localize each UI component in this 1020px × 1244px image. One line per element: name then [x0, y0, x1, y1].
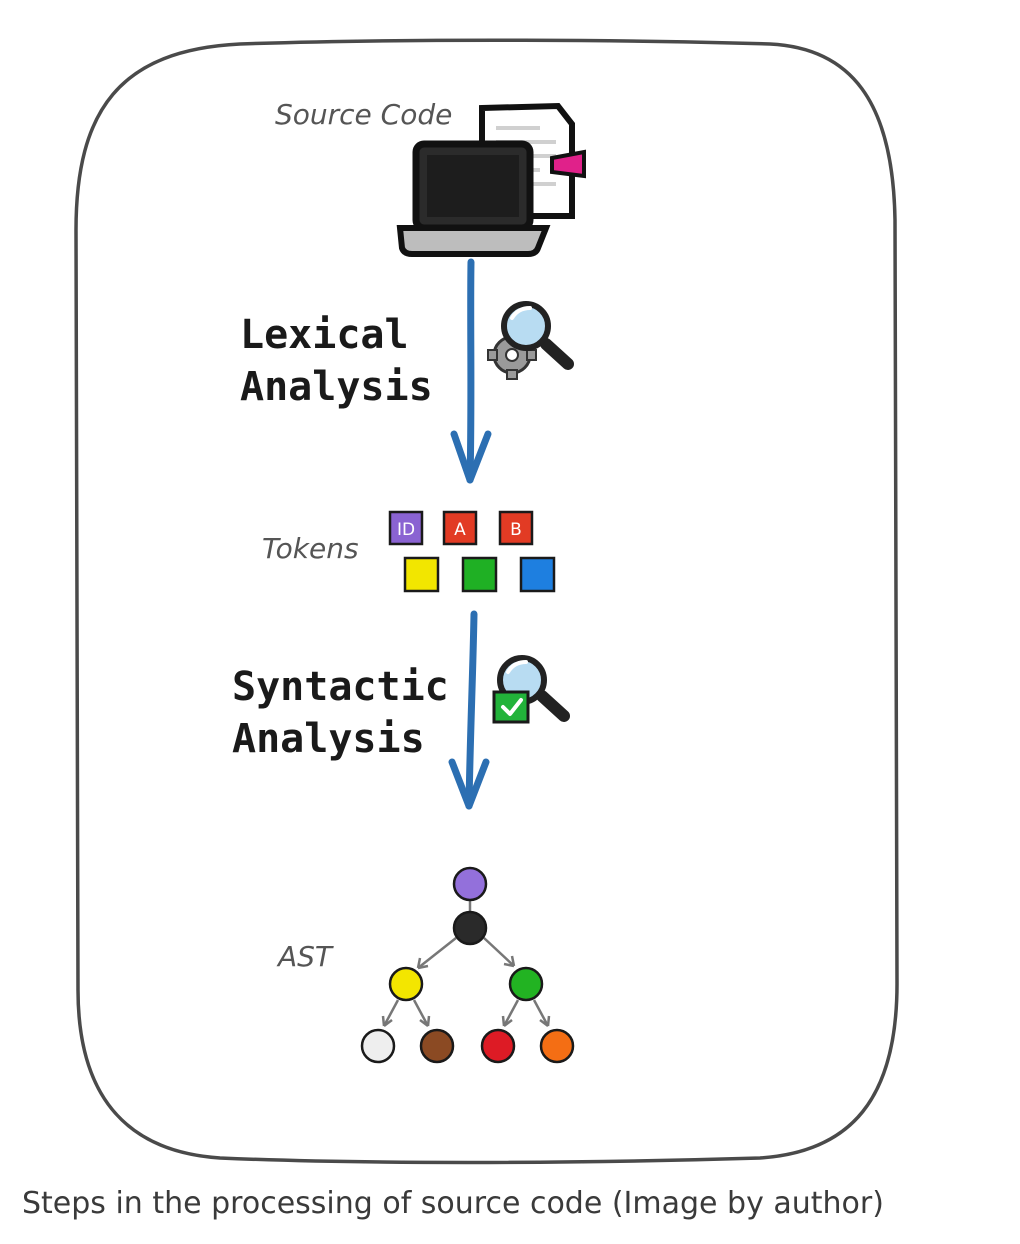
ast-node-right: [508, 966, 544, 1002]
syntactic-label-line2: Analysis: [232, 716, 425, 762]
ast-node-child: [452, 910, 488, 946]
ast-label: AST: [276, 940, 334, 973]
arrow-lexical: [450, 258, 492, 484]
lexical-label-line2: Analysis: [240, 364, 433, 410]
magnifier-gear-icon: [487, 301, 574, 380]
token-a: A: [442, 510, 478, 546]
laptop-icon: [396, 140, 551, 257]
ast-node-leaf-3: [480, 1028, 516, 1064]
token-b: B: [498, 510, 534, 546]
token-yellow: [403, 556, 440, 593]
svg-text:B: B: [510, 520, 522, 540]
lexical-label-line1: Lexical: [240, 312, 409, 358]
ast-node-root: [452, 866, 488, 902]
ast-node-left: [388, 966, 424, 1002]
ast-node-leaf-2: [419, 1028, 455, 1064]
diagram-frame: [74, 38, 899, 1165]
magnifier-check-icon: [492, 655, 570, 724]
svg-text:A: A: [454, 520, 466, 540]
token-blue: [519, 556, 556, 593]
source-code-label: Source Code: [275, 98, 452, 131]
ast-node-leaf-1: [360, 1028, 396, 1064]
svg-text:ID: ID: [397, 520, 415, 540]
token-id: ID: [388, 510, 424, 546]
ast-tree: [360, 866, 575, 1064]
arrow-syntactic: [448, 610, 490, 810]
syntactic-label-line1: Syntactic: [232, 664, 449, 710]
ast-node-leaf-4: [539, 1028, 575, 1064]
tokens-label: Tokens: [262, 532, 359, 565]
token-green: [461, 556, 498, 593]
figure-caption: Steps in the processing of source code (…: [22, 1186, 884, 1221]
token-blocks: ID A B: [388, 510, 556, 593]
